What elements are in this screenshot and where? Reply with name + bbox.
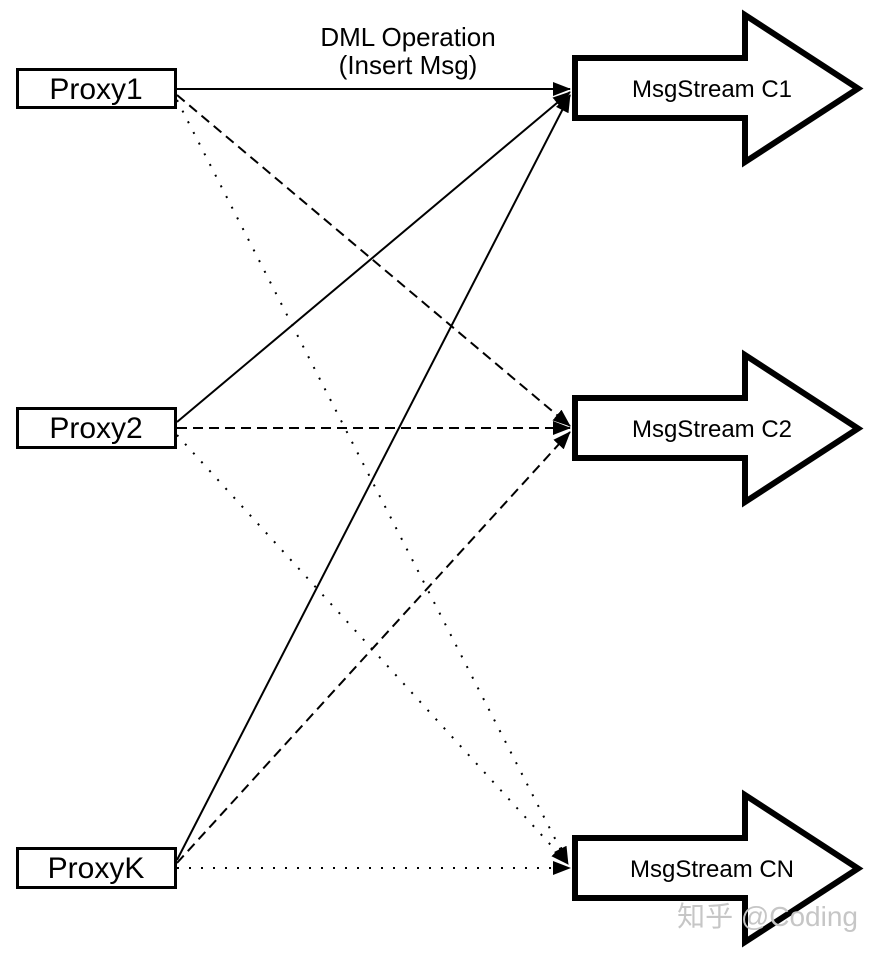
edge-layer <box>176 82 571 875</box>
title-line-1: DML Operation <box>320 22 495 52</box>
node-proxy1: Proxy1 <box>16 68 177 109</box>
node-msgstream-c1: MsgStream C1 <box>572 9 864 168</box>
watermark: 知乎 @Coding <box>677 901 858 932</box>
msgstream-c2-label: MsgStream C2 <box>632 416 792 443</box>
proxy2-label: Proxy2 <box>49 412 142 445</box>
msgstream-c1-label: MsgStream C1 <box>632 76 792 103</box>
proxy1-box <box>16 68 177 109</box>
msgstream-c1-arrow-shape <box>572 9 864 168</box>
msgstream-c2-arrow-shape <box>572 349 864 508</box>
msgstream-cn-arrow-shape <box>572 789 864 948</box>
node-msgstream-cn: MsgStream CN <box>572 789 864 948</box>
node-proxy2: Proxy2 <box>16 407 177 449</box>
node-proxyk: ProxyK <box>16 847 177 889</box>
edge-proxyk-c2 <box>176 431 571 864</box>
edge-proxyk-c1 <box>176 94 571 861</box>
msgstream-cn-label: MsgStream CN <box>630 856 794 883</box>
proxy2-box <box>16 407 177 449</box>
title-line-2: (Insert Msg) <box>339 50 478 80</box>
edge-proxy1-c2 <box>176 94 571 427</box>
proxyk-label: ProxyK <box>48 852 145 885</box>
proxyk-box <box>16 847 177 889</box>
proxy1-label: Proxy1 <box>49 73 142 106</box>
edge-proxy2-c1 <box>176 91 571 423</box>
diagram-title: DML Operation (Insert Msg) <box>320 22 495 80</box>
node-msgstream-c2: MsgStream C2 <box>572 349 864 508</box>
edge-proxy2-cn <box>176 434 569 865</box>
